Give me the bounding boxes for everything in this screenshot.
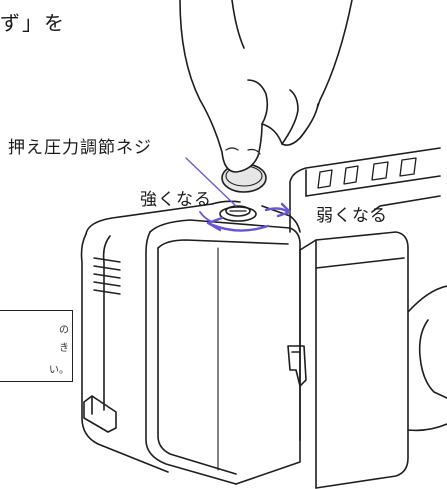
weaker-direction-label: 弱くなる [316, 206, 388, 226]
screw-leader-line [185, 157, 237, 207]
hand [179, 0, 353, 173]
note-line-1: の [59, 325, 69, 336]
intro-text-fragment: ず」を [0, 11, 66, 35]
note-line-3: い。 [49, 365, 69, 376]
note-box: の き い。 [0, 310, 73, 382]
rear-housing [289, 147, 441, 233]
note-line-2: き [59, 343, 69, 354]
stronger-direction-label: 強くなる [140, 190, 212, 210]
adjustment-screw-label: 押え圧力調節ネジ [8, 138, 152, 158]
rotation-arrows [199, 202, 292, 232]
adjustment-screw [219, 205, 257, 222]
machine-body [80, 200, 447, 489]
